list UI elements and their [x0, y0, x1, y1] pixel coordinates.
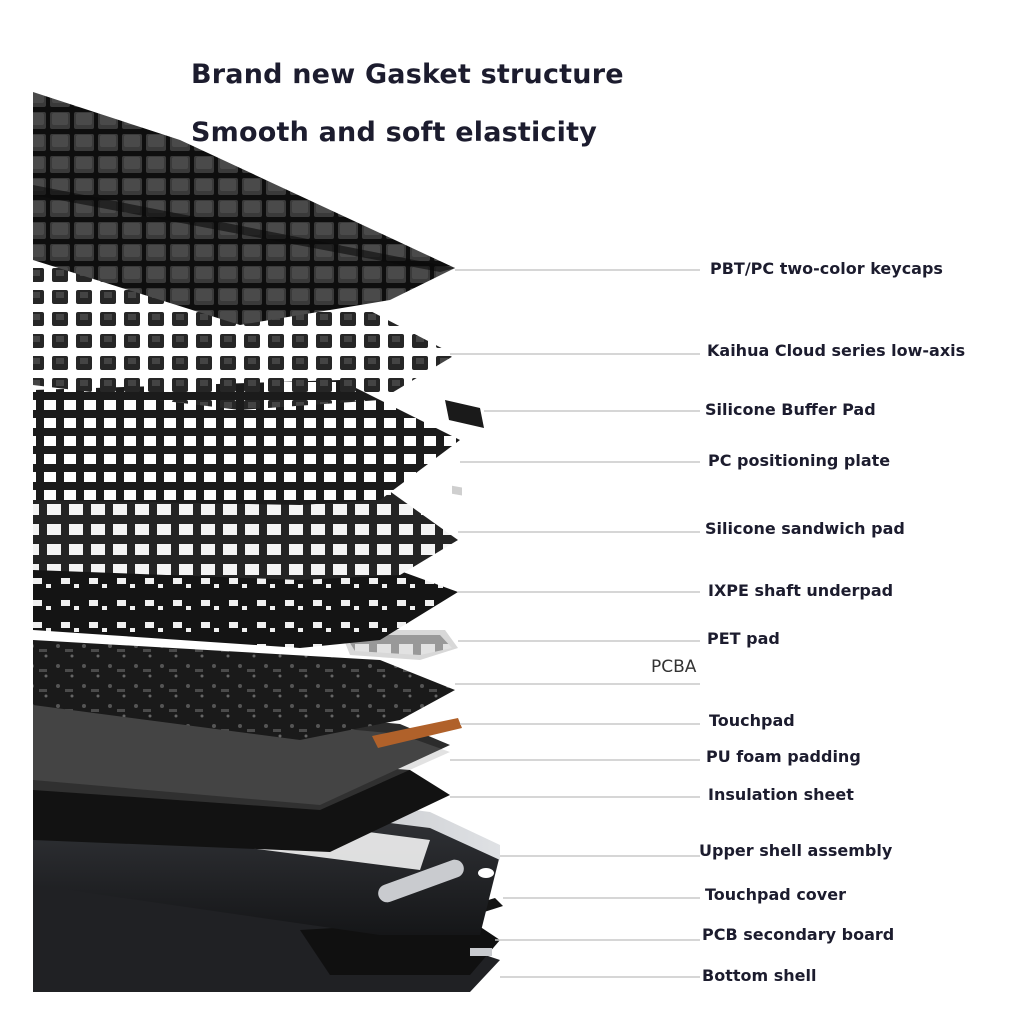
- keycaps-layer: [33, 92, 455, 325]
- silicone-buffer-pad-layer: [445, 400, 484, 496]
- label-silicone-sandwich-pad: Silicone sandwich pad: [705, 519, 905, 538]
- touchpad-layer: [372, 718, 462, 748]
- label-upper-shell-assembly: Upper shell assembly: [699, 841, 893, 860]
- ixpe-underpad-layer: [33, 560, 458, 648]
- label-switches: Kaihua Cloud series low-axis: [707, 341, 966, 360]
- page-title: Brand new Gasket structure: [191, 59, 624, 90]
- label-pet-pad: PET pad: [707, 629, 780, 648]
- label-pcb-secondary-board: PCB secondary board: [702, 925, 895, 944]
- label-pu-foam-padding: PU foam padding: [706, 747, 861, 766]
- label-touchpad-cover: Touchpad cover: [705, 885, 846, 904]
- page-subtitle: Smooth and soft elasticity: [191, 117, 598, 148]
- label-ixpe-underpad: IXPE shaft underpad: [708, 581, 894, 600]
- pcba-layer: [33, 640, 455, 740]
- pu-foam-padding-layer: [33, 690, 450, 805]
- label-pc-positioning-plate: PC positioning plate: [708, 451, 891, 470]
- label-touchpad: Touchpad: [709, 711, 795, 730]
- label-insulation-sheet: Insulation sheet: [708, 785, 854, 804]
- label-silicone-buffer-pad: Silicone Buffer Pad: [705, 400, 876, 419]
- label-bottom-shell: Bottom shell: [702, 966, 817, 985]
- label-pcba: PCBA: [651, 657, 697, 677]
- leader-lines: [450, 269, 700, 978]
- pc-positioning-plate-layer: [33, 380, 460, 505]
- label-keycaps: PBT/PC two-color keycaps: [710, 259, 943, 278]
